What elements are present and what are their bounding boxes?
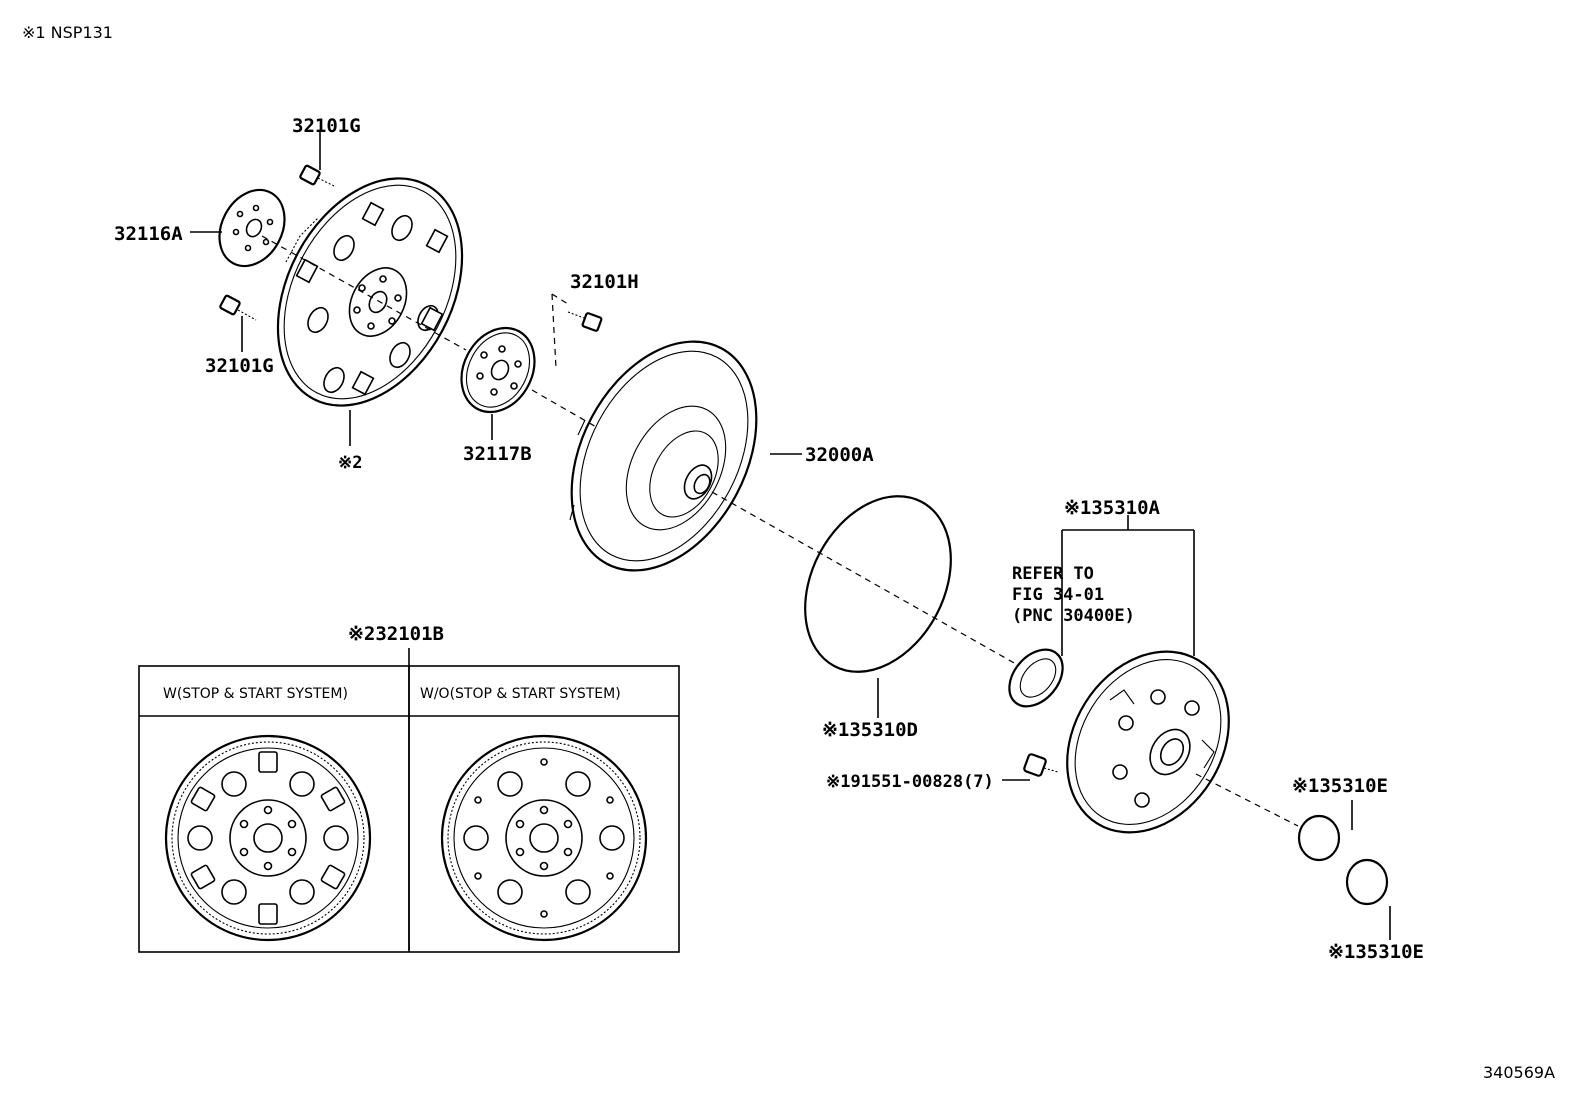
oil-seal-part[interactable] (999, 639, 1074, 716)
callout-35310d: ※135310D (822, 719, 918, 741)
callout-32101h: 32101H (570, 271, 639, 293)
bolt-32101h-guide (551, 293, 569, 369)
drive-plate-part[interactable] (241, 147, 499, 438)
bolt-32101g-left-part[interactable] (219, 294, 257, 321)
bolt-32101h-part[interactable] (567, 311, 603, 332)
callout-32101g-left: 32101G (205, 355, 274, 377)
callout-32000a: 32000A (805, 444, 874, 466)
callout-35310a: ※135310A (1064, 497, 1161, 519)
callout-35310e-a: ※135310E (1292, 775, 1388, 797)
variant-table: W(STOP & START SYSTEM) W/O(STOP & START … (138, 665, 680, 953)
callout-32101b: ※232101B (348, 623, 444, 645)
drive-plate-with-stop-start[interactable] (164, 734, 372, 942)
fitment-note: ※1 NSP131 (22, 23, 113, 42)
variant-col1-header: W(STOP & START SYSTEM) (163, 686, 348, 702)
callout-refer-line1: REFER TO (1012, 564, 1094, 584)
callout-32101g-top: 32101G (292, 115, 361, 137)
callout-35310e-b: ※135310E (1328, 941, 1424, 963)
plate-32117b-part[interactable] (447, 315, 548, 425)
callout-32117b: 32117B (463, 443, 532, 465)
figure-id: 340569A (1483, 1063, 1555, 1082)
bolt-91551-part[interactable] (1023, 753, 1059, 777)
drive-plate-without-stop-start[interactable] (440, 734, 648, 942)
variant-col2-header: W/O(STOP & START SYSTEM) (420, 686, 621, 702)
callout-note2: ※2 (338, 453, 362, 473)
leader-35310a (1061, 515, 1195, 656)
bolt-32101g-top-part[interactable] (299, 164, 335, 187)
assembly-axis-line (261, 235, 1299, 827)
seal-ring-35310e-a-part[interactable] (1297, 814, 1341, 862)
callout-refer-line2: FIG 34-01 (1012, 585, 1104, 605)
spacer-plate-32116a-part[interactable] (207, 179, 298, 278)
callout-32116a: 32116A (114, 223, 183, 245)
torque-converter-32000a-part[interactable] (534, 310, 793, 602)
seal-ring-35310e-b-part[interactable] (1345, 858, 1389, 906)
o-ring-35310d-part[interactable] (776, 471, 980, 697)
callout-91551: ※191551-00828(7) (826, 772, 994, 792)
oil-pump-35310a-part[interactable] (1034, 621, 1261, 862)
callout-refer-line3: (PNC 30400E) (1012, 606, 1135, 626)
